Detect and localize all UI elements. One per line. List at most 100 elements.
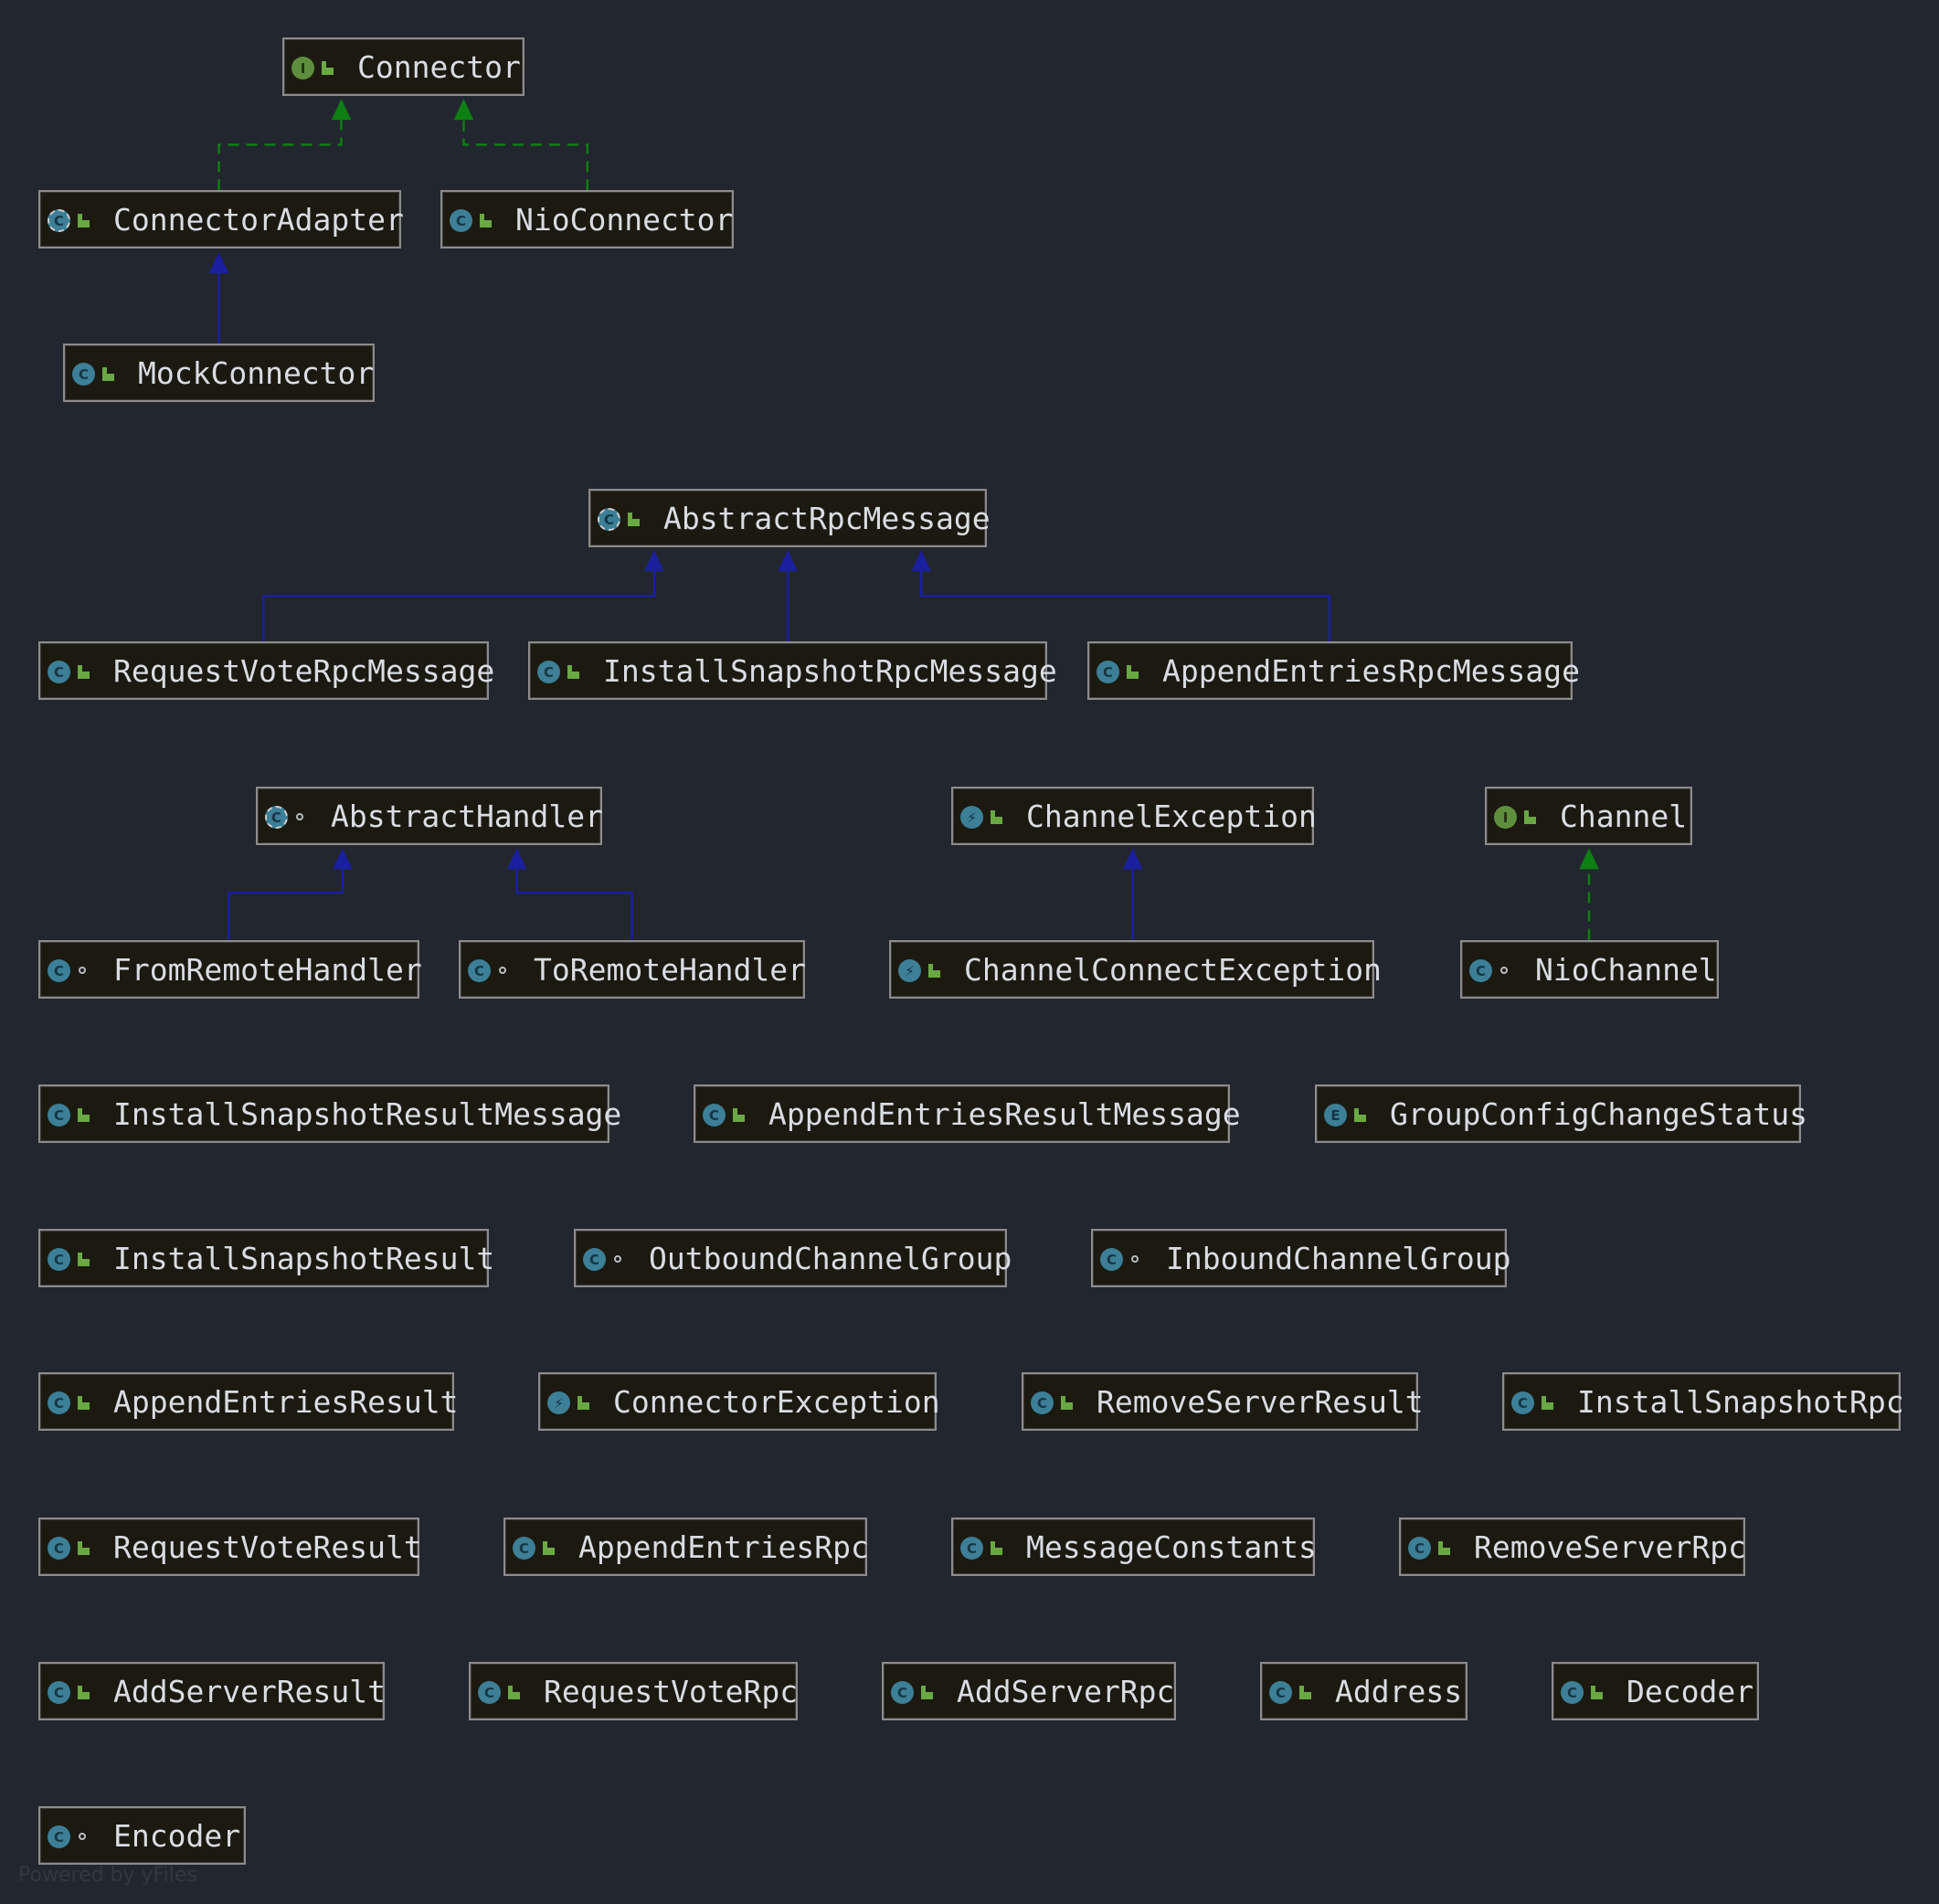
class-name-label: RequestVoteRpc	[544, 1674, 799, 1709]
class-name-label: Address	[1335, 1674, 1463, 1709]
class-node-channel[interactable]: I Channel	[1485, 787, 1692, 845]
class-node-channel-exception[interactable]: ⚡ChannelException	[951, 787, 1317, 845]
public-lock-icon	[1298, 1686, 1313, 1700]
class-node-add-server-result[interactable]: C AddServerResult	[38, 1662, 387, 1720]
class-kind-icon: C	[48, 1391, 70, 1414]
public-lock-icon	[1541, 1396, 1555, 1411]
class-name-label: ConnectorAdapter	[113, 202, 404, 238]
extends-arrowhead	[506, 848, 527, 870]
public-lock-icon	[77, 1541, 91, 1556]
class-kind-icon: C	[48, 1248, 70, 1271]
class-name-label: AppendEntriesRpc	[578, 1529, 869, 1565]
extends-edge-to-remote-handler	[515, 869, 633, 940]
interface-kind-icon: I	[1494, 806, 1517, 829]
class-kind-icon: C	[48, 959, 70, 982]
class-name-label: RemoveServerResult	[1097, 1384, 1424, 1420]
class-name-label: Channel	[1560, 799, 1688, 834]
class-name-label: OutboundChannelGroup	[649, 1241, 1012, 1276]
class-node-to-remote-handler[interactable]: C ToRemoteHandler	[459, 940, 807, 999]
public-lock-icon	[1060, 1396, 1075, 1411]
public-lock-icon	[77, 665, 91, 680]
class-kind-icon: C	[468, 959, 491, 982]
package-private-icon	[1499, 964, 1513, 978]
public-lock-icon	[1523, 810, 1538, 825]
exception-kind-icon: ⚡	[960, 806, 983, 829]
abstract-kind-icon: C	[265, 806, 288, 829]
public-lock-icon	[1353, 1108, 1368, 1123]
public-lock-icon	[990, 810, 1004, 825]
package-private-icon	[497, 964, 512, 978]
package-private-icon	[77, 964, 91, 978]
class-name-label: Decoder	[1626, 1674, 1754, 1709]
class-name-label: NioConnector	[515, 202, 734, 238]
extends-arrowhead	[644, 550, 664, 572]
class-node-channel-connect-exception[interactable]: ⚡ChannelConnectException	[889, 940, 1382, 999]
class-kind-icon: C	[1031, 1391, 1054, 1414]
class-node-connector[interactable]: I Connector	[282, 37, 524, 96]
enum-kind-icon: E	[1324, 1104, 1347, 1127]
extends-edge-from-remote-handler	[228, 869, 344, 940]
class-node-abstract-handler[interactable]: C AbstractHandler	[256, 787, 604, 845]
class-name-label: ToRemoteHandler	[534, 952, 807, 988]
public-lock-icon	[77, 1108, 91, 1123]
class-name-label: MockConnector	[138, 355, 375, 391]
class-node-add-server-rpc[interactable]: C AddServerRpc	[882, 1662, 1176, 1720]
class-kind-icon: C	[48, 1681, 70, 1704]
class-name-label: AppendEntriesResultMessage	[768, 1096, 1241, 1132]
class-kind-icon: C	[1469, 959, 1492, 982]
implements-arrowhead	[453, 99, 474, 121]
class-name-label: ConnectorException	[613, 1384, 940, 1420]
package-private-icon	[77, 1830, 91, 1845]
class-node-connector-exception[interactable]: ⚡ConnectorException	[538, 1372, 940, 1431]
interface-kind-icon: I	[291, 57, 314, 79]
public-lock-icon	[577, 1396, 591, 1411]
class-kind-icon: C	[48, 661, 70, 683]
class-node-remove-server-result[interactable]: C RemoveServerResult	[1022, 1372, 1424, 1431]
class-name-label: AbstractHandler	[331, 799, 604, 834]
class-kind-icon: C	[48, 1537, 70, 1560]
public-lock-icon	[507, 1686, 522, 1700]
extends-arrowhead	[208, 252, 229, 274]
class-name-label: Connector	[357, 49, 521, 85]
public-lock-icon	[77, 1396, 91, 1411]
public-lock-icon	[542, 1541, 556, 1556]
class-kind-icon: C	[891, 1681, 914, 1704]
class-name-label: AddServerRpc	[957, 1674, 1175, 1709]
implements-edge-connector-adapter	[217, 120, 343, 191]
public-lock-icon	[990, 1541, 1004, 1556]
class-node-mock-connector[interactable]: C MockConnector	[63, 344, 375, 402]
class-name-label: InstallSnapshotRpcMessage	[603, 653, 1057, 689]
class-kind-icon: C	[72, 363, 95, 386]
class-name-label: FromRemoteHandler	[113, 952, 422, 988]
package-private-icon	[1129, 1253, 1144, 1267]
implements-edge-nio-connector	[462, 120, 589, 191]
abstract-kind-icon: C	[598, 508, 620, 531]
class-node-from-remote-handler[interactable]: C FromRemoteHandler	[38, 940, 422, 999]
public-lock-icon	[77, 1253, 91, 1267]
class-name-label: AddServerResult	[113, 1674, 387, 1709]
extends-arrowhead	[778, 550, 798, 572]
